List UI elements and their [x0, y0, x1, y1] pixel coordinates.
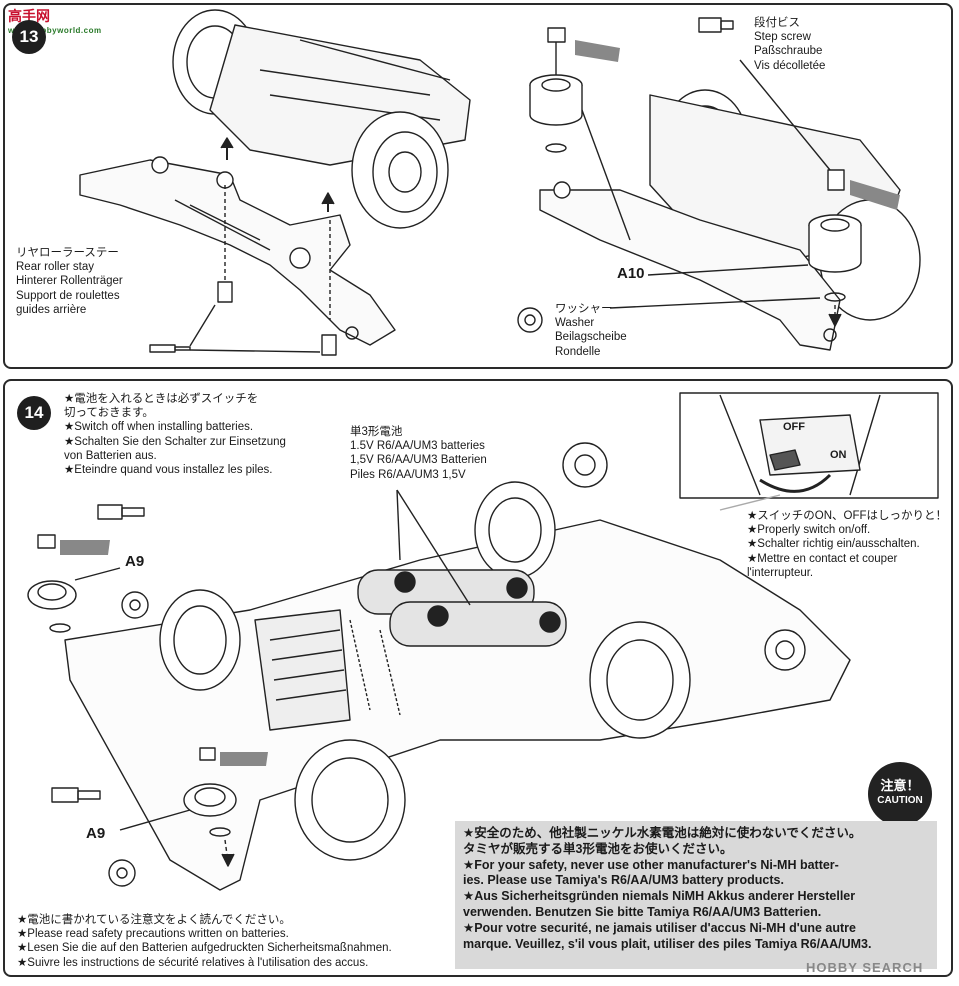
- batteries-jp: 単3形電池: [350, 426, 403, 438]
- part-a10-label: A10: [617, 265, 645, 282]
- part-a9-lower-label: A9: [86, 825, 106, 842]
- washer-de: Beilagscheibe: [555, 331, 627, 344]
- watermark-sub: www.hobbyworld.com: [8, 26, 102, 35]
- roller-stay-fr-1: Support de roulettes: [16, 289, 120, 302]
- watermark-bottom-right: HOBBY SEARCH: [806, 960, 924, 975]
- batteries-de: 1,5V R6/AA/UM3 Batterien: [350, 454, 487, 467]
- batteries-en: 1.5V R6/AA/UM3 batteries: [350, 440, 485, 453]
- washer-en: Washer: [555, 317, 595, 330]
- roller-stay-jp: リヤローラーステー: [16, 247, 119, 259]
- switch-onoff-fr-2: l'interrupteur.: [747, 566, 814, 579]
- caution-badge-jp: 注意！: [880, 778, 920, 793]
- switch-onoff-fr-1: ★Mettre en contact et couper: [747, 552, 898, 565]
- switch-note-de-1: ★Schalten Sie den Schalter zur Einsetzun…: [64, 435, 286, 448]
- switch-on-off-note: ★スイッチのON、OFFはしっかりと！ ★Properly switch on/…: [747, 509, 947, 580]
- caution-badge-en: CAUTION: [877, 795, 923, 806]
- caution-jp-1: ★安全のため、他社製ニッケル水素電池は絶対に使わないでください。: [463, 826, 862, 840]
- watermark-name: 高手网: [8, 8, 50, 24]
- precaution-jp: ★電池に書かれている注意文をよく読んでください。: [17, 914, 291, 926]
- caution-fr-1: ★Pour votre securité, ne jamais utiliser…: [463, 920, 856, 935]
- step-14-badge: 14: [17, 396, 51, 430]
- batteries-label: 単3形電池 1.5V R6/AA/UM3 batteries 1,5V R6/A…: [350, 425, 487, 482]
- step-13-number: 13: [19, 27, 39, 46]
- step-14-number: 14: [24, 403, 44, 422]
- watermark-top-left: 高手网 www.hobbyworld.com: [8, 6, 102, 35]
- precaution-fr: ★Suivre les instructions de sécurité rel…: [17, 956, 369, 969]
- step-screw-de: Paßschraube: [754, 45, 823, 58]
- switch-off-note: ★電池を入れるときは必ずスイッチを 切っておきます。 ★Switch off w…: [64, 392, 286, 477]
- caution-jp-2: タミヤが販売する単3形電池をお使いください。: [463, 841, 733, 856]
- switch-onoff-jp: ★スイッチのON、OFFはしっかりと！: [747, 510, 948, 522]
- switch-note-jp-1: ★電池を入れるときは必ずスイッチを: [64, 393, 259, 405]
- switch-onoff-en: ★Properly switch on/off.: [747, 524, 871, 537]
- switch-note-fr: ★Eteindre quand vous installez les piles…: [64, 464, 273, 477]
- caution-badge: 注意！ CAUTION: [868, 762, 932, 826]
- washer-jp: ワッシャー: [555, 303, 613, 315]
- step-14-panel: [3, 379, 953, 977]
- switch-off-text: OFF: [783, 421, 805, 433]
- step-13-badge: 13: [12, 20, 46, 54]
- step-screw-en: Step screw: [754, 31, 811, 44]
- precaution-en: ★Please read safety precautions written …: [17, 928, 289, 941]
- step-screw-jp: 段付ビス: [754, 17, 800, 29]
- switch-note-en: ★Switch off when installing batteries.: [64, 421, 254, 434]
- washer-label: ワッシャー Washer Beilagscheibe Rondelle: [555, 302, 627, 359]
- switch-note-de-2: von Batterien aus.: [64, 449, 157, 462]
- caution-en-1: ★For your safety, never use other manufa…: [463, 857, 839, 872]
- chassis-battery-drawing: [27, 392, 939, 891]
- chassis-rear-left-drawing: [79, 9, 471, 356]
- batteries-fr: Piles R6/AA/UM3 1,5V: [350, 468, 466, 481]
- roller-stay-de: Hinterer Rollenträger: [16, 275, 123, 288]
- battery-precautions: ★電池に書かれている注意文をよく読んでください。 ★Please read sa…: [17, 913, 392, 970]
- chassis-rear-right-drawing: [517, 17, 921, 351]
- part-a9-upper-label: A9: [125, 553, 145, 570]
- roller-stay-en: Rear roller stay: [16, 261, 94, 274]
- switch-note-jp-2: 切っておきます。: [64, 407, 154, 420]
- caution-box: [455, 821, 937, 969]
- caution-de-1: ★Aus Sicherheitsgründen niemals NiMH Akk…: [463, 889, 856, 904]
- step-screw-label: 段付ビス Step screw Paßschraube Vis décollet…: [754, 16, 825, 73]
- caution-en-2: ies. Please use Tamiya's R6/AA/UM3 batte…: [463, 873, 784, 888]
- switch-onoff-de: ★Schalter richtig ein/ausschalten.: [747, 538, 920, 551]
- roller-stay-fr-2: guides arrière: [16, 303, 87, 316]
- precaution-de: ★Lesen Sie die auf den Batterien aufgedr…: [17, 942, 392, 955]
- rear-roller-stay-label: リヤローラーステー Rear roller stay Hinterer Roll…: [16, 246, 123, 317]
- step-screw-fr: Vis décolletée: [754, 59, 826, 72]
- caution-text: ★安全のため、他社製ニッケル水素電池は絶対に使わないでください。 タミヤが販売す…: [463, 826, 871, 952]
- caution-de-2: verwenden. Benutzen Sie bitte Tamiya R6/…: [463, 904, 822, 919]
- caution-fr-2: marque. Veuillez, s'il vous plait, utili…: [463, 936, 872, 951]
- switch-on-text: ON: [830, 449, 847, 461]
- washer-fr: Rondelle: [555, 345, 601, 358]
